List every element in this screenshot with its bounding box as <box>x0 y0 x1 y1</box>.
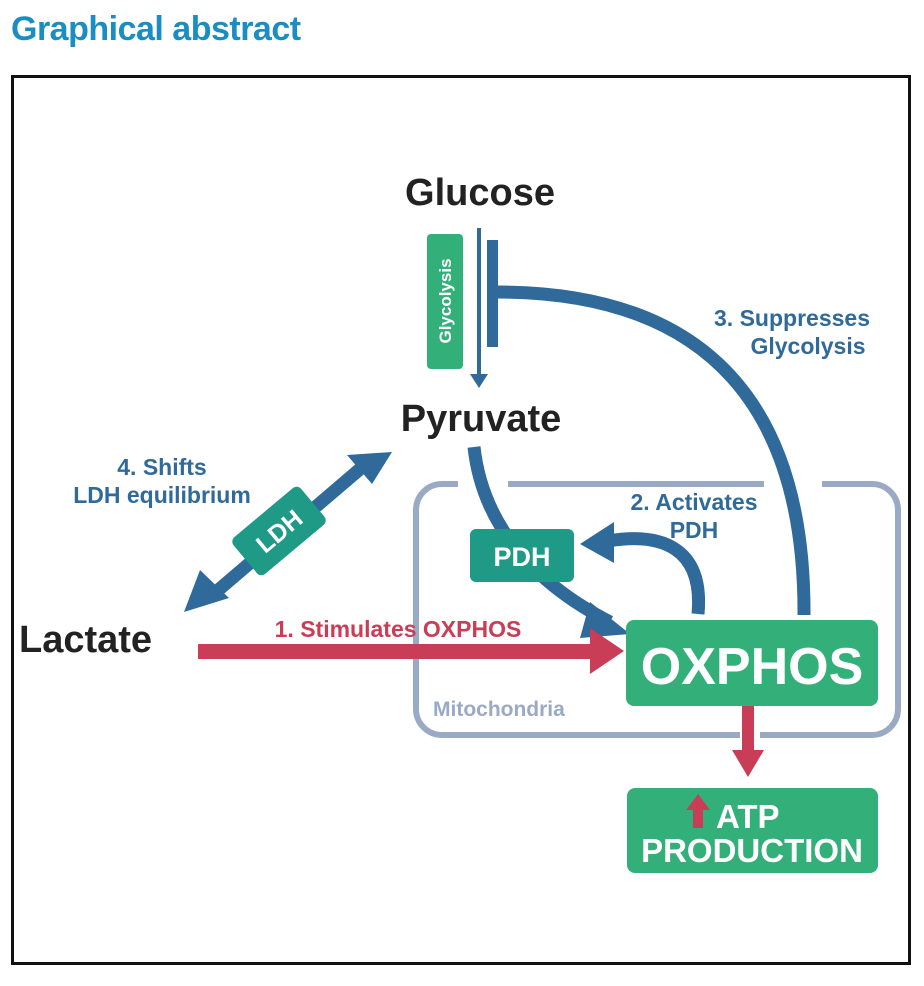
glycolysis-label: Glycolysis <box>436 258 455 343</box>
shifts-ldh-label-2: LDH equilibrium <box>73 482 251 508</box>
activates-pdh-arrow <box>606 532 706 615</box>
activates-pdh-label-1: 2. Activates <box>631 489 758 515</box>
stimulates-oxphos-arrow <box>198 644 598 659</box>
suppresses-glycolysis-label-1: 3. Suppresses <box>714 305 870 331</box>
oxphos-box <box>626 620 878 706</box>
suppresses-glycolysis-arrow <box>496 285 811 616</box>
mitochondria-outline <box>413 481 901 738</box>
ldh-arrowhead-up <box>347 452 392 484</box>
suppresses-glycolysis-label-2: Glycolysis <box>750 333 865 359</box>
pyruvate-oxphos-arrowhead <box>580 602 630 638</box>
inhibition-bar <box>487 240 498 347</box>
glycolysis-arrowhead <box>470 374 488 388</box>
pdh-box <box>470 529 574 582</box>
glycolysis-box <box>427 234 463 369</box>
activates-pdh-label-2: PDH <box>670 517 719 543</box>
oxphos-atp-arrowhead <box>732 750 764 777</box>
diagram-frame <box>11 75 911 965</box>
mitochondria-label: Mitochondria <box>433 698 565 721</box>
pyruvate-label: Pyruvate <box>401 398 562 440</box>
graphical-abstract-heading: Graphical abstract <box>11 10 301 48</box>
activates-pdh-arrowhead <box>580 522 614 563</box>
stimulates-oxphos-label: 1. Stimulates OXPHOS <box>275 616 522 642</box>
atp-label: ATP <box>716 798 780 835</box>
glucose-label: Glucose <box>405 172 555 214</box>
stimulates-oxphos-arrowhead <box>590 628 624 674</box>
oxphos-label: OXPHOS <box>641 638 864 696</box>
increase-arrow-icon <box>686 794 710 828</box>
ldh-arrowhead-down <box>184 570 229 612</box>
oxphos-to-atp-arrow <box>742 706 754 756</box>
production-label: PRODUCTION <box>641 832 863 869</box>
pdh-label: PDH <box>493 542 550 572</box>
lactate-label: Lactate <box>19 619 152 661</box>
shifts-ldh-label-1: 4. Shifts <box>117 454 206 480</box>
